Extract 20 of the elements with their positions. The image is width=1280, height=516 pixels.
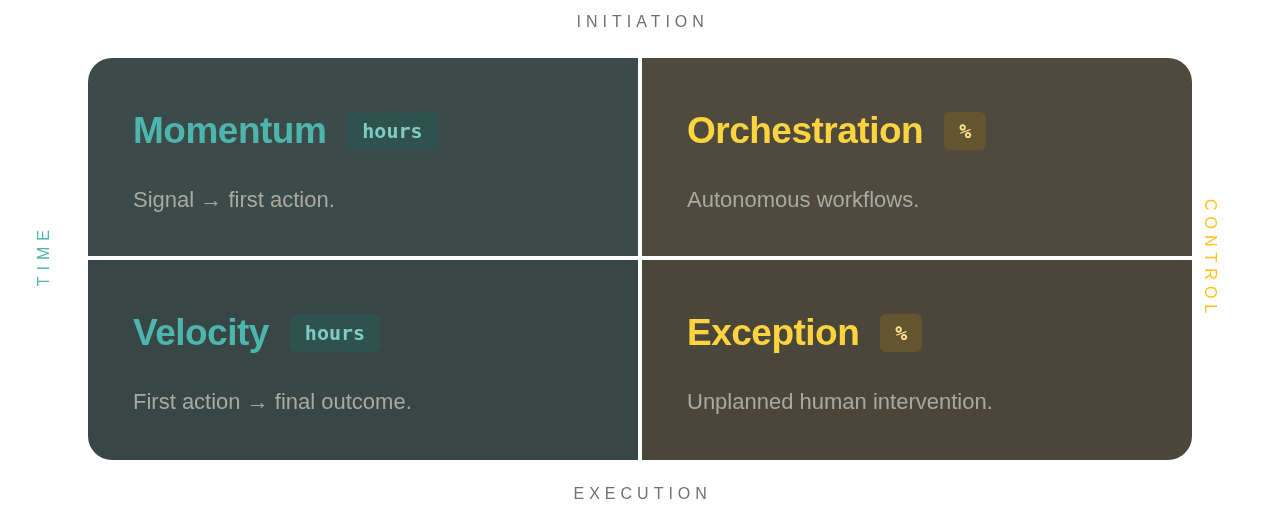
axis-label: CONTROL [1201, 199, 1219, 320]
axis-label: EXECUTION [573, 485, 712, 503]
quadrant-title: Momentum [133, 109, 327, 153]
quadrant-description: Signal → first action. [133, 186, 335, 214]
quadrant-title: Velocity [133, 311, 269, 355]
unit-badge: hours [289, 314, 381, 352]
quadrant-description: Unplanned human intervention. [687, 388, 993, 416]
unit-badge: hours [347, 112, 438, 150]
quadrant-panel [642, 260, 1192, 460]
quadrant-title: Orchestration [687, 109, 924, 153]
quadrant-description: First action → final outcome. [133, 388, 412, 416]
unit-badge: % [880, 314, 923, 352]
axis-label: INITIATION [576, 13, 709, 31]
quadrant-panel [88, 58, 638, 256]
quadrant-panel [642, 58, 1192, 256]
unit-badge: % [944, 112, 987, 150]
quadrant-title: Exception [687, 311, 860, 355]
quadrant-panel [88, 260, 638, 460]
quadrant-description: Autonomous workflows. [687, 186, 920, 214]
axis-label: TIME [35, 224, 53, 287]
